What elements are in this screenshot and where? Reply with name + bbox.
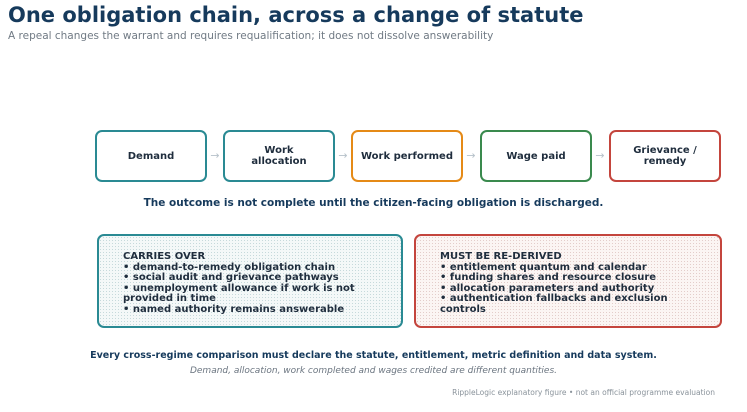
step-wage-paid: Wage paid xyxy=(480,130,592,182)
list-item: authentication fallbacks and exclusion c… xyxy=(440,293,712,315)
list-item: social audit and grievance pathways xyxy=(123,272,393,284)
list-item: allocation parameters and authority xyxy=(440,283,712,295)
carries-over-heading: CARRIES OVER xyxy=(123,251,206,262)
rederived-panel: MUST BE RE-DERIVED entitlement quantum a… xyxy=(414,234,722,328)
step-demand: Demand xyxy=(95,130,207,182)
outcome-statement: The outcome is not complete until the ci… xyxy=(143,197,604,209)
arrow-icon: → xyxy=(338,149,348,162)
step-work-performed: Work performed xyxy=(351,130,463,182)
rederived-list: entitlement quantum and calendar funding… xyxy=(440,262,712,316)
list-item: demand-to-remedy obligation chain xyxy=(123,262,393,274)
carries-over-panel: CARRIES OVER demand-to-remedy obligation… xyxy=(97,234,403,328)
figure-credit: RippleLogic explanatory figure • not an … xyxy=(452,388,715,397)
step-work-allocation: Work allocation xyxy=(223,130,335,182)
declaration-statement: Every cross-regime comparison must decla… xyxy=(90,350,657,361)
list-item: entitlement quantum and calendar xyxy=(440,262,712,274)
page-title: One obligation chain, across a change of… xyxy=(8,3,584,27)
step-grievance-remedy: Grievance / remedy xyxy=(609,130,721,182)
list-item: named authority remains answerable xyxy=(123,304,393,316)
page-subtitle: A repeal changes the warrant and require… xyxy=(8,30,494,42)
list-item: funding shares and resource closure xyxy=(440,272,712,284)
rederived-heading: MUST BE RE-DERIVED xyxy=(440,251,562,262)
arrow-icon: → xyxy=(210,149,220,162)
arrow-icon: → xyxy=(466,149,476,162)
list-item: unemployment allowance if work is not pr… xyxy=(123,283,393,305)
quantities-note: Demand, allocation, work completed and w… xyxy=(189,366,558,376)
arrow-icon: → xyxy=(595,149,605,162)
carries-over-list: demand-to-remedy obligation chain social… xyxy=(123,262,393,316)
